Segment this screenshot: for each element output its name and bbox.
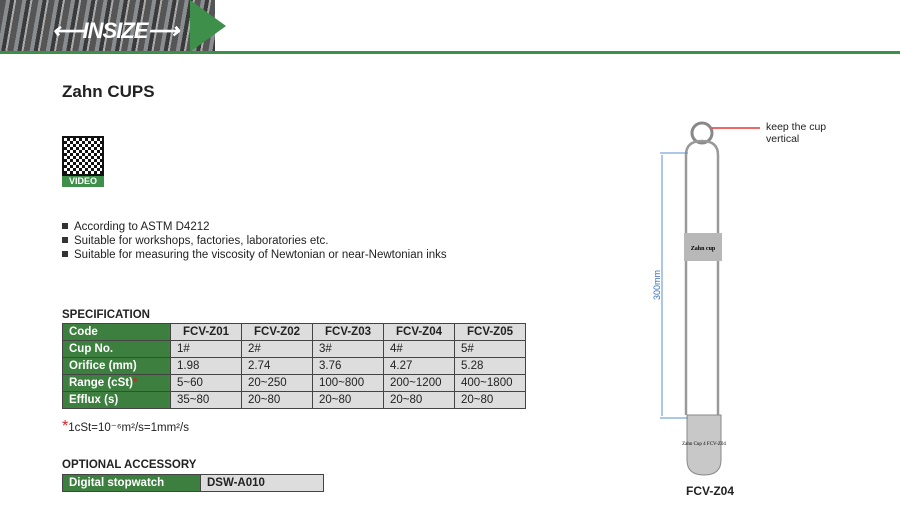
table-row: Cup No. 1#2#3#4#5#	[62, 340, 526, 358]
label-band	[684, 233, 722, 261]
row-label-text: Range (cSt)	[69, 377, 133, 389]
figure-caption: FCV-Z04	[686, 484, 735, 498]
bullet-icon	[62, 237, 68, 243]
feature-list: According to ASTM D4212 Suitable for wor…	[62, 220, 447, 262]
footnote-text: 1cSt=10⁻⁶m²/s=1mm²/s	[68, 422, 189, 434]
ring-icon	[690, 121, 714, 145]
table-cell: 3.76	[312, 357, 384, 375]
table-cell: 20~80	[383, 391, 455, 409]
table-cell: 200~1200	[383, 374, 455, 392]
bullet-icon	[62, 251, 68, 257]
table-cell: 20~250	[241, 374, 313, 392]
feature-text: According to ASTM D4212	[74, 221, 210, 233]
table-cell: 5.28	[454, 357, 526, 375]
cup-handle	[684, 139, 720, 415]
feature-text: Suitable for workshops, factories, labor…	[74, 235, 329, 247]
list-item: Suitable for workshops, factories, labor…	[62, 234, 447, 248]
table-cell: 2.74	[241, 357, 313, 375]
row-label-text: Orifice (mm)	[69, 360, 137, 372]
table-cell: 100~800	[312, 374, 384, 392]
table-cell: 20~80	[312, 391, 384, 409]
list-item: Suitable for measuring the viscosity of …	[62, 248, 447, 262]
accessory-heading: OPTIONAL ACCESSORY	[62, 459, 197, 471]
table-cell: 1.98	[170, 357, 242, 375]
row-label: Orifice (mm)	[62, 357, 171, 375]
spec-heading: SPECIFICATION	[62, 309, 150, 321]
table-cell: FCV-Z02	[241, 323, 313, 341]
row-label: Efflux (s)	[62, 391, 171, 409]
list-item: According to ASTM D4212	[62, 220, 447, 234]
video-qr-code[interactable]: VIDEO	[62, 136, 104, 188]
video-label: VIDEO	[62, 176, 104, 187]
footnote-star: *	[62, 418, 69, 435]
header-banner: ⟵INSIZE⟶	[0, 0, 900, 55]
row-label-text: Efflux (s)	[69, 394, 119, 406]
table-cell: FCV-Z03	[312, 323, 384, 341]
table-cell: 5#	[454, 340, 526, 358]
band-text: Zahn cup	[691, 246, 716, 252]
cup-body	[686, 414, 722, 476]
row-label-text: Cup No.	[69, 343, 114, 355]
table-cell: 20~80	[241, 391, 313, 409]
brand-logo: ⟵INSIZE⟶	[52, 18, 179, 43]
brand-name: INSIZE	[82, 18, 149, 43]
footnote: *1cSt=10⁻⁶m²/s=1mm²/s	[62, 418, 189, 436]
banner-divider	[0, 51, 900, 54]
row-label: Code	[62, 323, 171, 341]
table-cell: FCV-Z01	[170, 323, 242, 341]
qr-code-icon	[62, 136, 104, 176]
table-cell: 2#	[241, 340, 313, 358]
table-cell: 4.27	[383, 357, 455, 375]
table-cell: 20~80	[454, 391, 526, 409]
accessory-label: Digital stopwatch	[62, 474, 201, 492]
banner-chevron	[190, 0, 226, 52]
table-cell: 35~80	[170, 391, 242, 409]
banner-image	[0, 0, 215, 52]
table-cell: 400~1800	[454, 374, 526, 392]
zahn-cup-figure: Zahn cup Zahn Cup 4 FCV-Z04 300mm	[652, 121, 760, 476]
table-cell: FCV-Z04	[383, 323, 455, 341]
table-cell: FCV-Z05	[454, 323, 526, 341]
row-label-text: Code	[69, 326, 98, 338]
accessory-code: DSW-A010	[200, 474, 324, 492]
bullet-icon	[62, 223, 68, 229]
dimension-label: 300mm	[652, 270, 662, 300]
table-cell: 1#	[170, 340, 242, 358]
footnote-star: *	[132, 377, 138, 389]
cup-text: Zahn Cup 4 FCV-Z04	[682, 442, 726, 447]
page-title: Zahn CUPS	[62, 82, 155, 101]
table-cell: 4#	[383, 340, 455, 358]
table-cell: 5~60	[170, 374, 242, 392]
vertical-note: keep the cup vertical	[766, 121, 827, 145]
row-label: Cup No.	[62, 340, 171, 358]
feature-text: Suitable for measuring the viscosity of …	[74, 249, 447, 261]
table-cell: 3#	[312, 340, 384, 358]
row-label: Range (cSt)*	[62, 374, 171, 392]
